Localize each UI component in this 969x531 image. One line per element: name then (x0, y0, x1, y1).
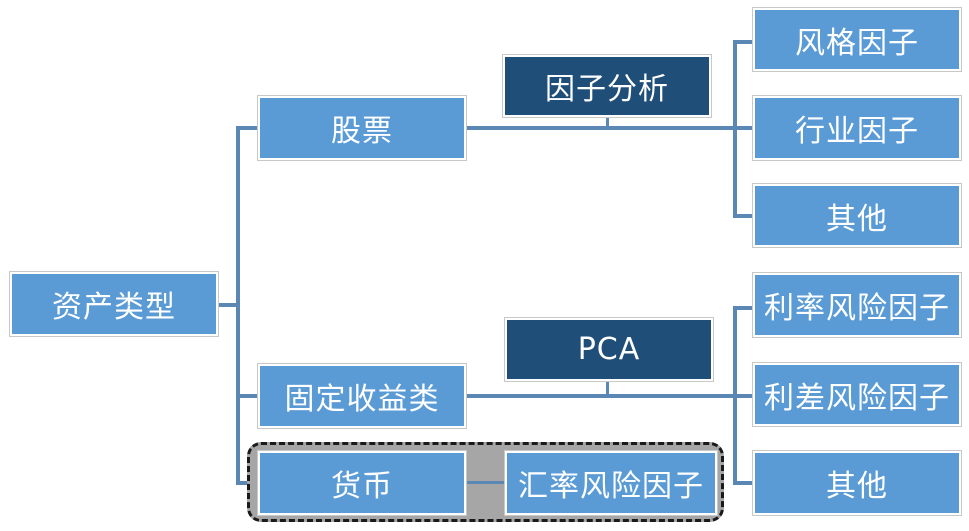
connector (466, 126, 756, 130)
connector (733, 306, 737, 484)
connector (236, 394, 260, 398)
factor-node[interactable]: 利差风险因子 (752, 362, 962, 427)
connector (733, 306, 755, 310)
factor-node[interactable]: 其他 (752, 450, 962, 516)
connector (606, 382, 609, 395)
connector (606, 117, 609, 128)
category-node-currency[interactable]: 货币 (257, 450, 467, 516)
category-node-stock[interactable]: 股票 (257, 95, 467, 161)
factor-node[interactable]: 行业因子 (752, 95, 962, 161)
root-node[interactable]: 资产类型 (9, 271, 219, 337)
connector (733, 481, 755, 485)
connector (733, 214, 755, 218)
factor-node[interactable]: 其他 (752, 183, 962, 248)
factor-node[interactable]: 利率风险因子 (752, 272, 962, 338)
connector (466, 394, 756, 398)
connector (236, 126, 260, 130)
connector (733, 40, 737, 216)
connector (236, 126, 240, 484)
connector (733, 40, 755, 44)
connector (218, 303, 238, 307)
connector (466, 481, 508, 484)
method-node-pca[interactable]: PCA (504, 317, 714, 382)
factor-node-fx[interactable]: 汇率风险因子 (504, 450, 718, 516)
method-node-factor-analysis[interactable]: 因子分析 (502, 54, 712, 118)
factor-node[interactable]: 风格因子 (752, 7, 962, 72)
category-node-fixed-income[interactable]: 固定收益类 (257, 363, 467, 429)
